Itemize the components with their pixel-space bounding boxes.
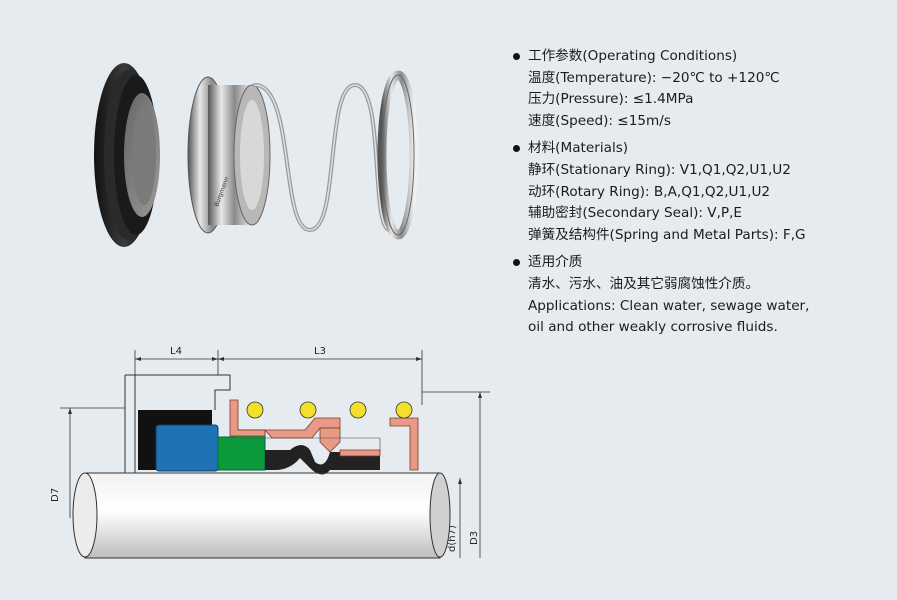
bellows: [265, 445, 380, 475]
operating-heading-text: 工作参数(Operating Conditions): [528, 48, 738, 64]
applications-english-line-2: oil and other weakly corrosive fluids.: [528, 319, 778, 336]
rotary-ring-line: 动环(Rotary Ring): B,A,Q1,Q2,U1,U2: [528, 183, 771, 200]
reference-lines: [125, 437, 440, 474]
section-drawing: L4 L3 D7 d(h7) D3: [50, 346, 490, 559]
stationary-seat-photo: [94, 63, 160, 247]
speed-line: 速度(Speed): ≤15m/s: [528, 112, 671, 129]
drive-ring-photo: [377, 70, 419, 240]
shaft: [72, 472, 451, 559]
applications-heading: 适用介质: [508, 252, 888, 274]
spring-photo: [253, 82, 392, 233]
materials-section: 材料(Materials) 静环(Stationary Ring): V1,Q1…: [513, 138, 888, 246]
spring-metal-line: 弹簧及结构件(Spring and Metal Parts): F,G: [528, 226, 806, 243]
materials-heading-text: 材料(Materials): [528, 140, 629, 157]
applications-section: 适用介质 清水、污水、油及其它弱腐蚀性介质。 Applications: Cle…: [513, 252, 888, 338]
stationary-seat: [155, 424, 219, 472]
label-l4: L4: [170, 346, 182, 357]
dimension-lines: [60, 350, 490, 558]
applications-english-line-1: Applications: Clean water, sewage water,: [528, 297, 810, 314]
secondary-seal-line: 辅助密封(Secondary Seal): V,P,E: [528, 205, 743, 222]
temperature-line: 温度(Temperature): −20℃ to +120℃: [528, 69, 780, 86]
label-dh7: d(h7): [447, 525, 458, 552]
operating-conditions-heading: 工作参数(Operating Conditions): [508, 46, 888, 68]
bullet-icon: [513, 259, 520, 267]
label-l3: L3: [314, 346, 326, 357]
pressure-line: 压力(Pressure): ≤1.4MPa: [528, 91, 694, 108]
spring-coils: [246, 401, 413, 419]
stationary-ring-line: 静环(Stationary Ring): V1,Q1,Q2,U1,U2: [528, 161, 791, 178]
applications-heading-text: 适用介质: [528, 254, 583, 271]
label-d7: D7: [50, 488, 61, 502]
spec-panel: 工作参数(Operating Conditions) 温度(Temperatur…: [513, 46, 888, 345]
housing-outline: [124, 374, 231, 473]
product-photo: Burgmann: [94, 63, 419, 247]
dimension-arrows: [68, 357, 482, 484]
bullet-icon: [513, 53, 520, 60]
materials-heading: 材料(Materials): [508, 138, 888, 160]
bullet-icon: [513, 145, 520, 153]
label-d3: D3: [469, 531, 480, 545]
metal-parts: [229, 399, 419, 471]
applications-chinese-line: 清水、污水、油及其它弱腐蚀性介质。: [528, 275, 760, 292]
operating-conditions-section: 工作参数(Operating Conditions) 温度(Temperatur…: [513, 46, 888, 132]
rotary-head-photo: Burgmann: [187, 76, 271, 234]
